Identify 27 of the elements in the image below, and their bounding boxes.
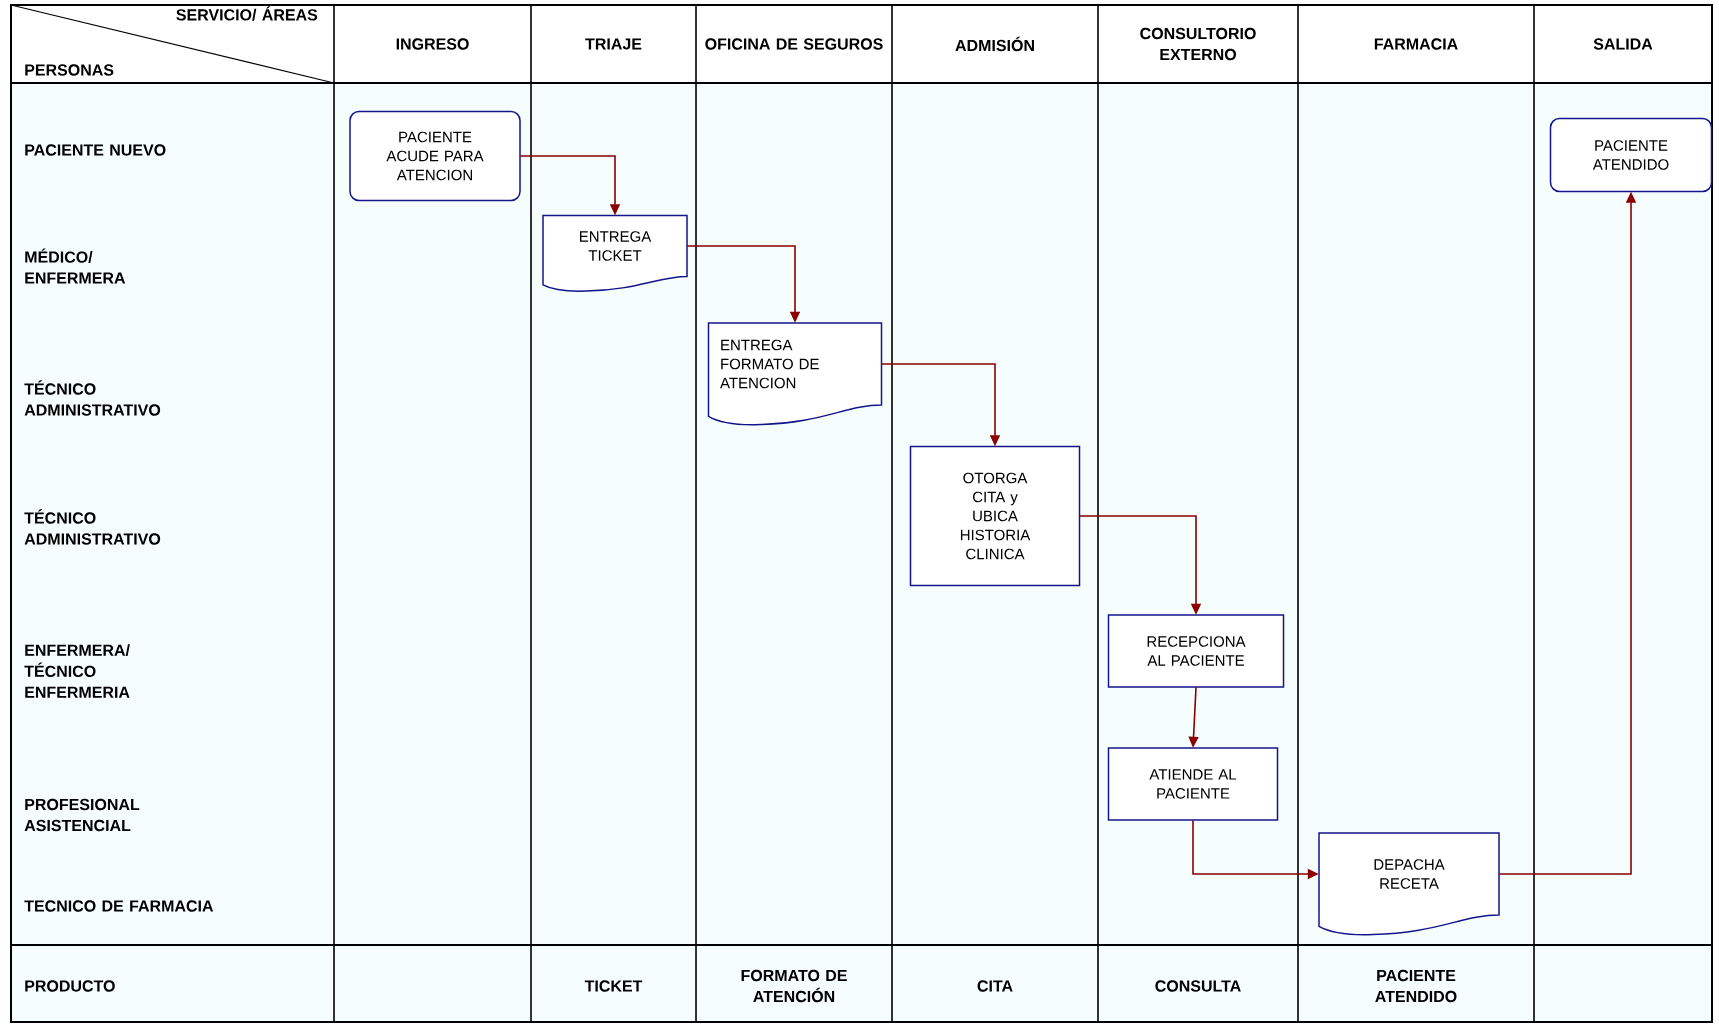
- product-label: CITA: [977, 980, 1013, 992]
- row-label: TÉCNICO ADMINISTRATIVO: [24, 380, 161, 416]
- column-header: CONSULTORIO EXTERNO: [1140, 27, 1256, 61]
- product-label: TICKET: [584, 980, 643, 992]
- process-box: OTORGA CITA y UBICA HISTORIA CLINICA: [909, 445, 1081, 587]
- column-header: SALIDA: [1593, 38, 1653, 50]
- column-header: ADMISIÓN: [955, 36, 1034, 52]
- row-label: TECNICO DE FARMACIA: [24, 900, 214, 912]
- product-label: PACIENTE ATENDIDO: [1375, 969, 1457, 1003]
- column-header: FARMACIA: [1374, 38, 1458, 50]
- row-label: PACIENTE NUEVO: [25, 144, 166, 156]
- row-label: PRODUCTO: [25, 980, 115, 992]
- row-label: ENFERMERA/ TÉCNICO ENFERMERIA: [24, 644, 130, 698]
- corner-header: SERVICIO/ ÁREAS: [176, 6, 318, 21]
- rounded-box: PACIENTE ATENDIDO: [1549, 117, 1713, 193]
- rounded-box: PACIENTE ACUDE PARA ATENCION: [349, 110, 521, 202]
- row-label: TÉCNICO ADMINISTRATIVO: [24, 509, 161, 545]
- column-header: OFICINA DE SEGUROS: [705, 38, 883, 50]
- product-label: FORMATO DE ATENCIÓN: [741, 969, 847, 1003]
- column-header: INGRESO: [396, 38, 469, 50]
- row-label: PROFESIONAL ASISTENCIAL: [24, 798, 140, 832]
- product-label: CONSULTA: [1155, 980, 1241, 992]
- corner-header: PERSONAS: [25, 64, 114, 76]
- process-box: ATIENDE AL PACIENTE: [1107, 747, 1279, 821]
- row-label: MÉDICO/ ENFERMERA: [25, 248, 126, 284]
- column-header: TRIAJE: [585, 38, 642, 50]
- process-box: RECEPCIONA AL PACIENTE: [1107, 614, 1285, 688]
